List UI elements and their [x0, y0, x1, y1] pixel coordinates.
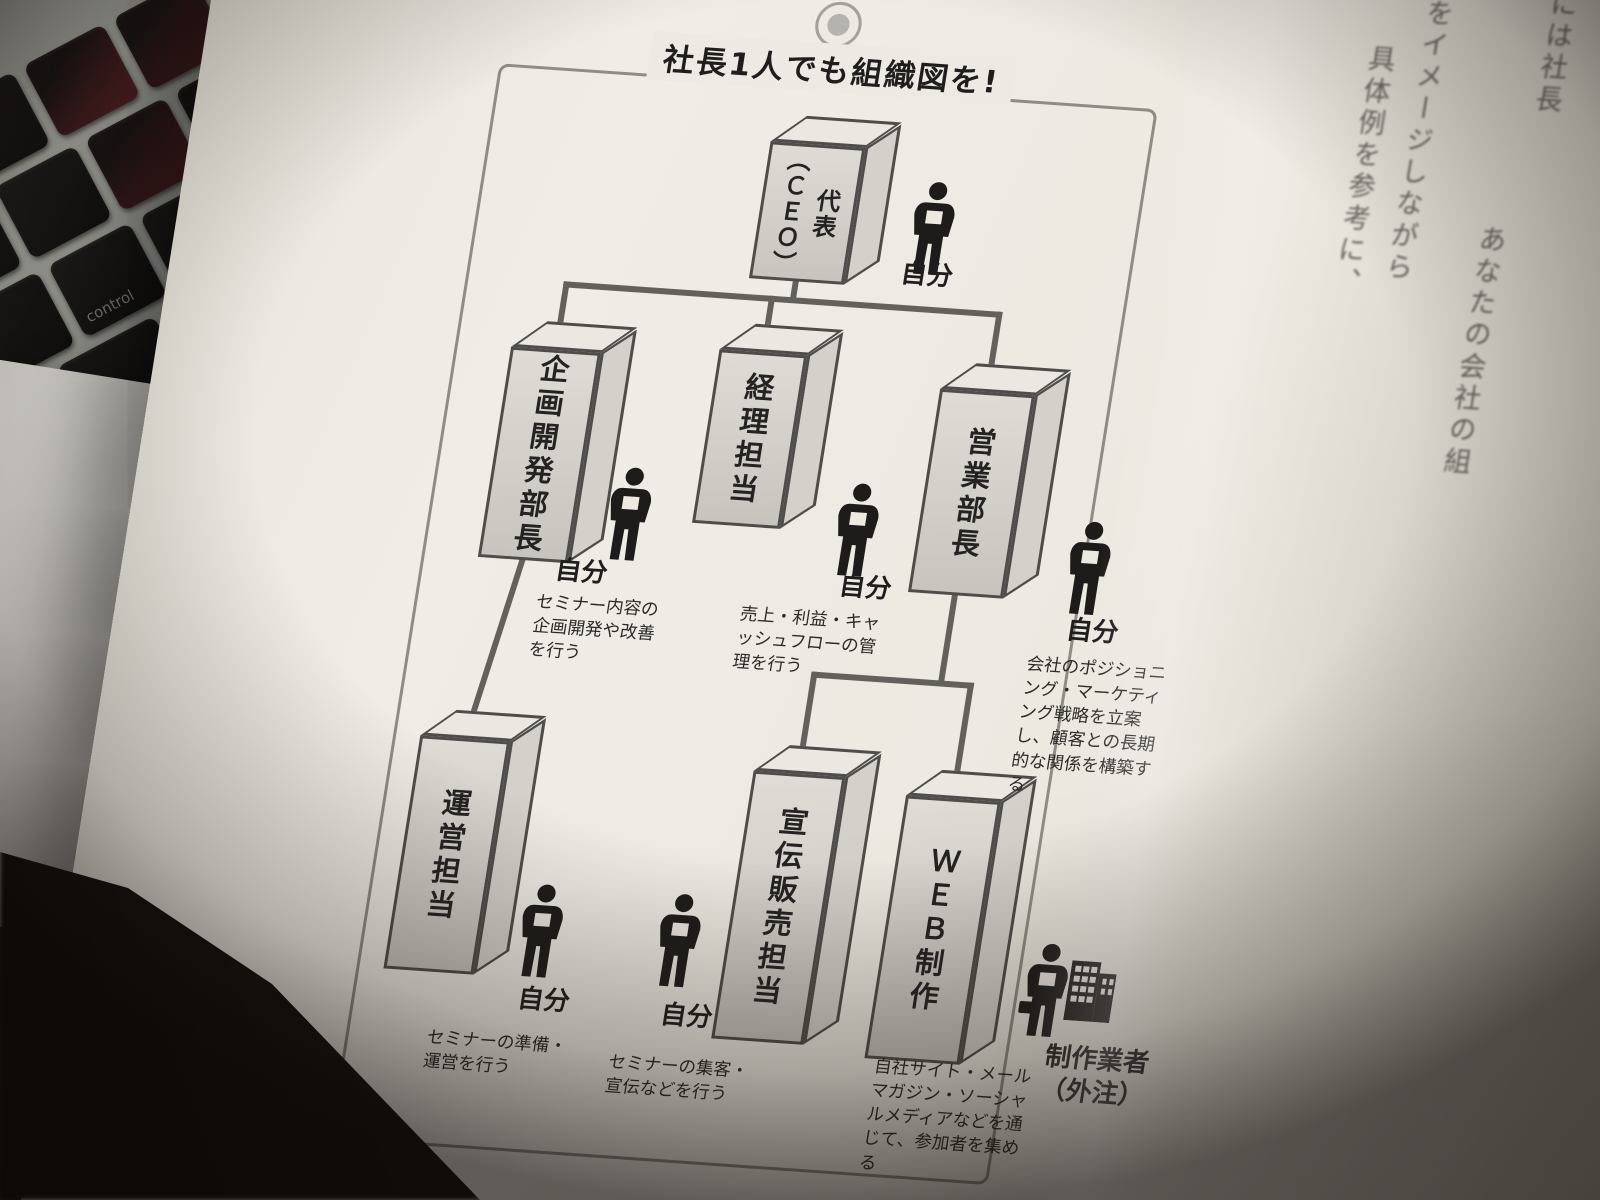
- connector-sales-down: [937, 593, 959, 685]
- org-node-label: 営業部長: [943, 425, 1000, 563]
- org-node-label: 運営担当: [419, 786, 475, 924]
- role-description: セミナー内容の企画開発や改善を行う: [527, 592, 660, 664]
- org-node-ceo: 代表 （ＣＥＯ）: [748, 115, 902, 285]
- org-node-planning: 企画開発部長: [477, 321, 638, 564]
- chart-frame: 社長1人でも組織図を! 代表 （ＣＥＯ）: [329, 0, 1168, 1186]
- person-label: 自分: [898, 258, 956, 293]
- org-node-accounting: 経理担当: [692, 323, 844, 529]
- side-text: あなたの会社の組: [1436, 223, 1508, 480]
- org-node-label: ＷＥＢ制作: [902, 844, 963, 1016]
- org-node-adsales: 宣伝販売担当: [711, 745, 882, 1045]
- org-node-sales: 営業部長: [907, 363, 1072, 599]
- person-label: 制作業者（外注）: [1037, 1041, 1152, 1112]
- person-icon: [647, 892, 710, 991]
- person-label: 自分: [1063, 615, 1121, 649]
- key-label: control: [82, 286, 138, 327]
- person-label: 自分: [515, 983, 572, 1018]
- org-node-operations: 運営担当: [383, 709, 547, 975]
- person-label: 自分: [836, 571, 894, 605]
- side-text: には社長: [1528, 0, 1580, 118]
- org-node-label: 宣伝販売担当: [745, 805, 812, 1011]
- role-description: 自社サイト・メールマガジン・ソーシャルメディアなどを通じて、参加者を集める: [857, 1056, 1033, 1174]
- role-description: 会社のポジショニング・マーケティング戦略を立案し、顧客との長期的な関係を構築する: [1006, 654, 1168, 796]
- org-node-label: 経理担当: [722, 370, 778, 508]
- person-label: 自分: [658, 999, 715, 1034]
- notch-dot-icon: [825, 13, 852, 37]
- person-label: 自分: [552, 555, 610, 589]
- person-icon: [509, 882, 572, 981]
- building-icon: [1063, 958, 1119, 1023]
- org-node-label: 企画開発部長: [506, 352, 573, 558]
- role-description: 売上・利益・キャッシュフローの管理を行う: [730, 604, 882, 678]
- role-description: セミナーの集客・宣伝などを行う: [603, 1052, 750, 1105]
- org-node-web: ＷＥＢ制作: [864, 769, 1038, 1065]
- role-description: セミナーの準備・運営を行う: [421, 1027, 569, 1078]
- person-icon: [1057, 519, 1120, 618]
- side-text: 姿をイメージしながら: [1378, 0, 1460, 286]
